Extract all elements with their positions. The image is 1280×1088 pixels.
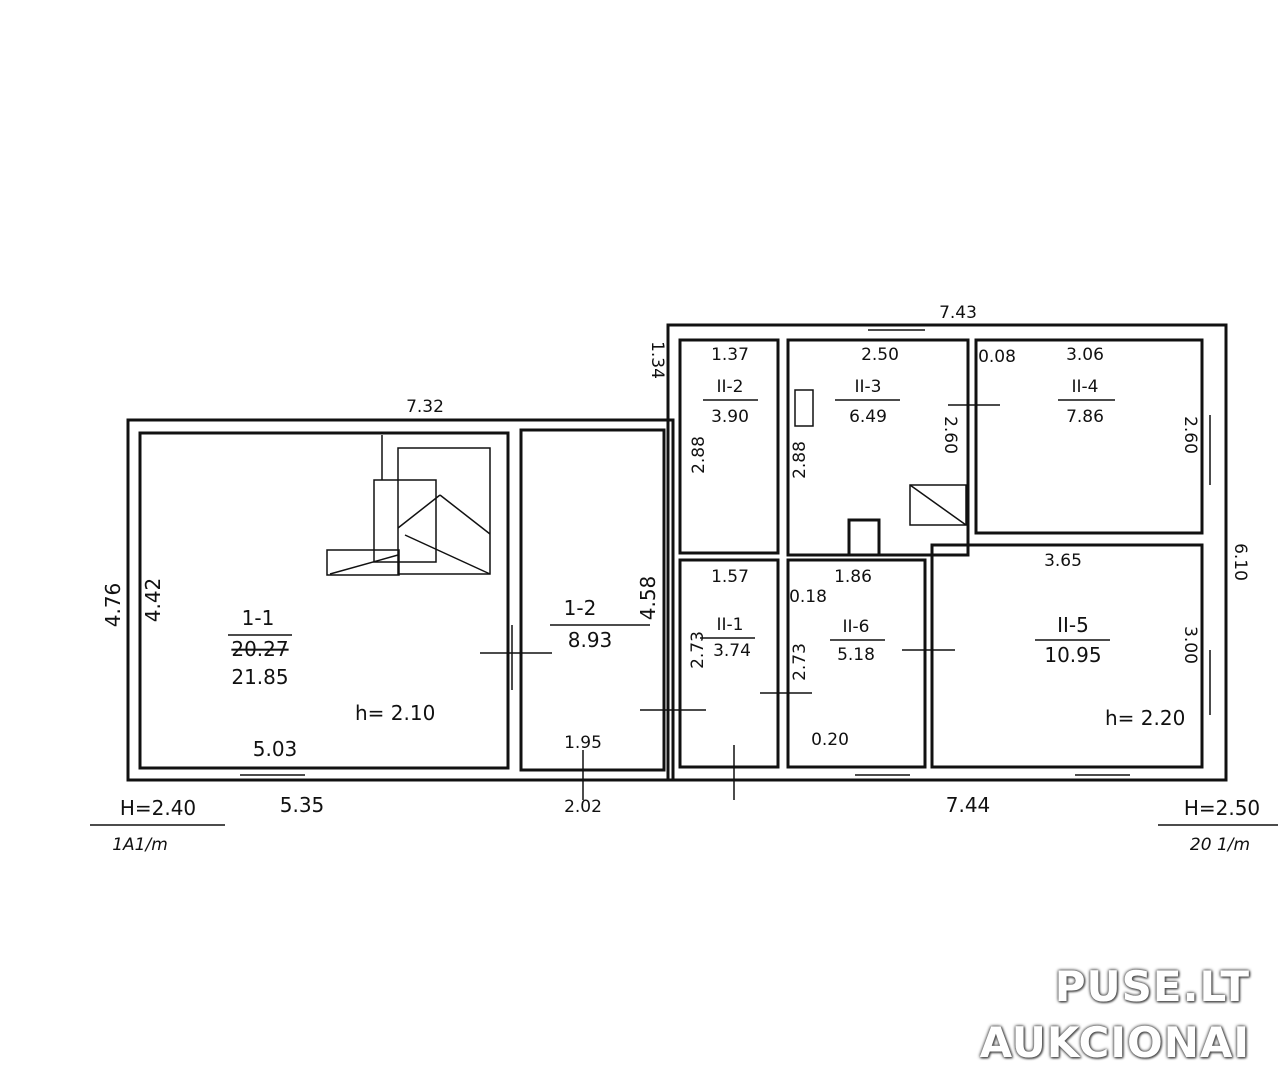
dimension: 0.08 xyxy=(978,347,1016,367)
dimension: 2.02 xyxy=(564,797,602,817)
dimension: 4.76 xyxy=(101,583,125,628)
room-label: II-6 xyxy=(843,617,870,637)
dimension: 2.73 xyxy=(790,643,810,681)
room-area: 6.49 xyxy=(849,407,887,427)
dimension: 2.50 xyxy=(861,345,899,365)
dimension: 0.18 xyxy=(789,587,827,607)
dimension: 2.73 xyxy=(688,631,708,669)
dimension: 7.43 xyxy=(939,303,977,323)
watermark-line2: AUKCIONAI xyxy=(979,1018,1250,1067)
dimension: 2.88 xyxy=(790,441,810,479)
room-area: 8.93 xyxy=(568,628,613,652)
stairs-block xyxy=(326,435,491,576)
building-height-right: H=2.50 xyxy=(1184,796,1260,820)
dimension: 4.58 xyxy=(636,576,660,621)
dimension: 1.57 xyxy=(711,567,749,587)
building-code-right: 20 1/m xyxy=(1190,835,1250,855)
dimension: 2.60 xyxy=(940,416,960,454)
room-area: 3.90 xyxy=(711,407,749,427)
room-label: 1-1 xyxy=(242,606,275,630)
room-label: II-5 xyxy=(1057,613,1089,637)
dimension: 3.65 xyxy=(1044,551,1082,571)
room-area: 5.18 xyxy=(837,645,875,665)
room-height: h= 2.20 xyxy=(1105,706,1185,730)
building-height-left: H=2.40 xyxy=(120,796,196,820)
dimension: 7.44 xyxy=(946,793,991,817)
dimension: 1.34 xyxy=(647,341,667,379)
door-marks xyxy=(480,404,1000,800)
room-label: 1-2 xyxy=(564,596,597,620)
dimension: 0.20 xyxy=(811,730,849,750)
room-area: 21.85 xyxy=(231,665,288,689)
room-area: 10.95 xyxy=(1044,643,1101,667)
dimension: 3.06 xyxy=(1066,345,1104,365)
dimension: 5.35 xyxy=(280,793,325,817)
dimension: 1.95 xyxy=(564,733,602,753)
right-building-walls xyxy=(666,323,1228,782)
room-area-old: 20.27 xyxy=(231,637,288,661)
room-label: II-3 xyxy=(855,377,882,397)
dimension: 1.37 xyxy=(711,345,749,365)
dimension: 3.00 xyxy=(1180,626,1200,664)
room-area: 7.86 xyxy=(1066,407,1104,427)
room-area: 3.74 xyxy=(713,641,751,661)
room-height: h= 2.10 xyxy=(355,701,435,725)
dimension: 4.42 xyxy=(141,578,165,623)
dimension: 5.03 xyxy=(253,737,298,761)
dimension: 6.10 xyxy=(1230,543,1250,581)
watermark-line1: PUSE.LT xyxy=(1054,962,1250,1011)
dimension: 7.32 xyxy=(406,397,444,417)
building-code-left: 1A1/m xyxy=(112,835,168,855)
room-label: II-4 xyxy=(1072,377,1099,397)
dimension: 2.88 xyxy=(689,436,709,474)
left-building-walls xyxy=(126,418,675,782)
dimension: 2.60 xyxy=(1180,416,1200,454)
dimension: 1.86 xyxy=(834,567,872,587)
room-label: II-1 xyxy=(717,615,744,635)
room-label: II-2 xyxy=(717,377,744,397)
